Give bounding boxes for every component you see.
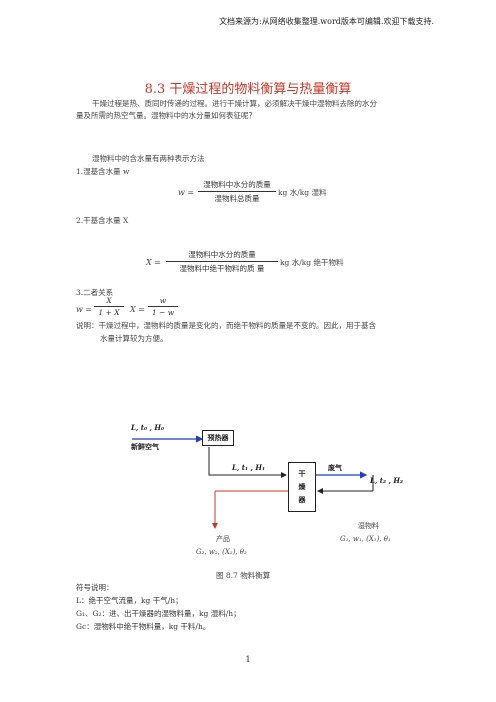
eq3-lhs-x: X =: [130, 305, 145, 314]
eq2-lhs: X =: [146, 258, 161, 267]
dryer-label-1: 干: [298, 469, 306, 478]
eq1-denominator: 湿物料总质量: [214, 194, 260, 203]
eq1-fraction: 湿物料中水分的质量 湿物料总质量: [198, 179, 276, 204]
item-1-heading: 1.湿基含水量 w: [76, 167, 130, 176]
dryer-label-3: 器: [298, 495, 306, 504]
drying-flow-diagram: [132, 435, 374, 529]
eq3-fraction-1: X 1 + X: [94, 296, 124, 317]
figure-caption: 图 8.7 物料衡算: [216, 571, 271, 580]
inlet-state-label: L, t₀ , H₀: [131, 423, 165, 432]
symbols-title: 符号说明：: [76, 583, 114, 592]
product-state: G₂, w₂, (X₂), θ₂: [196, 548, 247, 556]
eq3-fraction-2: w 1 − w: [148, 296, 178, 317]
dryer-box: 干 燥 器: [288, 462, 316, 512]
item-3-heading: 3.二者关系: [76, 288, 114, 297]
wet-material-label: 湿物料: [358, 522, 379, 530]
dryer-label-2: 燥: [298, 482, 306, 491]
intro-line-2: 量及所需的热空气量。湿物料中的水分量如何表征呢？: [76, 111, 256, 120]
eq2-unit: kg 水/kg 绝干物料: [280, 258, 344, 267]
eq1-unit: kg 水/kg 湿料: [278, 188, 327, 197]
page-number: 1: [245, 655, 251, 664]
eq1-numerator: 湿物料中水分的质量: [203, 180, 271, 189]
note-line-1: 说明：干燥过程中，湿物料的质量是变化的，而绝干物料的质量是不变的。因此，用于基含: [76, 321, 376, 330]
intro-line-1: 干燥过程是热、质同时传递的过程。进行干燥计算，必须解决干燥中湿物料去除的水分: [92, 99, 377, 108]
fresh-air-label: 新鲜空气: [131, 442, 159, 451]
item-2-heading: 2.干基含水量 X: [76, 216, 129, 225]
eq3-lhs-w: w =: [76, 305, 93, 314]
preheater-label: 预热器: [207, 433, 229, 442]
eq2-numerator: 湿物料中水分的质量: [188, 250, 256, 259]
section-intro: 湿物料中的含水量有两种表示方法: [92, 154, 205, 163]
page-header: 文档来源为:从网络收集整理.word版本可编辑.欢迎下载支持.: [219, 17, 434, 26]
exhaust-label: 废气: [328, 463, 342, 472]
preheater-box: 预热器: [202, 430, 234, 446]
symbol-item: Gc：湿物料中绝干物料量，kg 干料/h。: [76, 622, 211, 631]
section-title: 8.3 干燥过程的物料衡算与热量衡算: [144, 82, 352, 97]
note-line-2: 水量计算较为方便。: [100, 334, 168, 343]
symbol-item: G₁、G₂：进、出干燥器的湿物料量，kg 湿料/h；: [76, 609, 241, 618]
eq2-denominator: 湿物料中绝干物料的质 量: [179, 264, 265, 273]
eq2-fraction: 湿物料中水分的质量 湿物料中绝干物料的质 量: [166, 249, 278, 274]
heated-air-state-label: L, t₁ , H₁: [232, 463, 266, 472]
eq1-lhs: w =: [178, 188, 195, 197]
wet-material-state: G₁, w₁, (X₁), θ₁: [340, 535, 391, 543]
symbol-item: L：绝干空气流量，kg 干气/h；: [76, 596, 183, 605]
exhaust-state-label: L, t₂ , H₂: [370, 476, 404, 485]
product-label: 产品: [216, 535, 230, 543]
